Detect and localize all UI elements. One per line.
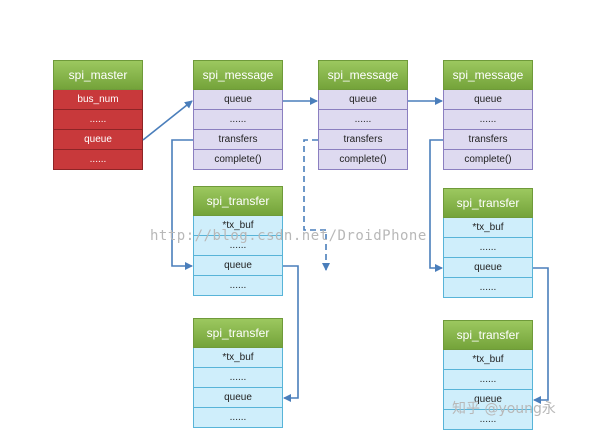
spi-transfer-ellipsis: ...... [443, 370, 533, 390]
spi-master-box: spi_master bus_num ...... queue ...... [53, 60, 143, 170]
spi-transfer-queue: queue [443, 258, 533, 278]
url-watermark: http://blog.csdn.net/DroidPhone [150, 228, 427, 244]
spi-message-complete: complete() [193, 150, 283, 170]
spi-transfer-title: spi_transfer [193, 318, 283, 348]
spi-message-queue: queue [443, 90, 533, 110]
spi-transfer-ellipsis: ...... [193, 408, 283, 428]
spi-message-complete: complete() [443, 150, 533, 170]
spi-message-ellipsis: ...... [193, 110, 283, 130]
spi-transfer-queue: queue [193, 388, 283, 408]
spi-message-box-1: spi_message queue ...... transfers compl… [193, 60, 283, 170]
spi-message-queue: queue [193, 90, 283, 110]
arrow-message-3-to-transfer-3 [429, 139, 443, 272]
spi-message-title: spi_message [193, 60, 283, 90]
spi-transfer-queue: queue [193, 256, 283, 276]
spi-transfer-ellipsis: ...... [443, 410, 533, 430]
spi-message-ellipsis: ...... [318, 110, 408, 130]
spi-message-transfers: transfers [193, 130, 283, 150]
spi-transfer-tx-buf: *tx_buf [443, 350, 533, 370]
spi-transfer-ellipsis: ...... [193, 368, 283, 388]
spi-transfer-box-4: spi_transfer *tx_buf ...... queue ...... [443, 320, 533, 430]
spi-transfer-title: spi_transfer [443, 320, 533, 350]
spi-master-title: spi_master [53, 60, 143, 90]
arrow-message-1-to-transfer-1 [171, 139, 193, 270]
spi-message-transfers: transfers [443, 130, 533, 150]
spi-message-transfers: transfers [318, 130, 408, 150]
spi-transfer-box-1: spi_transfer *tx_buf ...... queue ...... [193, 186, 283, 296]
spi-transfer-box-3: spi_transfer *tx_buf ...... queue ...... [443, 188, 533, 298]
credit-watermark: 知乎 @young永 [452, 401, 556, 417]
spi-master-queue: queue [53, 130, 143, 150]
spi-master-bus-num: bus_num [53, 90, 143, 110]
spi-transfer-title: spi_transfer [193, 186, 283, 216]
arrow-transfer-1-to-transfer-2 [283, 265, 299, 402]
spi-message-title: spi_message [443, 60, 533, 90]
spi-transfer-title: spi_transfer [443, 188, 533, 218]
spi-transfer-ellipsis: ...... [443, 278, 533, 298]
spi-message-box-3: spi_message queue ...... transfers compl… [443, 60, 533, 170]
spi-master-ellipsis: ...... [53, 110, 143, 130]
spi-message-complete: complete() [318, 150, 408, 170]
spi-transfer-tx-buf: *tx_buf [193, 348, 283, 368]
spi-message-queue: queue [318, 90, 408, 110]
spi-transfer-queue: queue [443, 390, 533, 410]
arrow-master-to-message-1 [142, 100, 193, 141]
spi-transfer-tx-buf: *tx_buf [193, 216, 283, 236]
spi-transfer-ellipsis: ...... [193, 236, 283, 256]
spi-transfer-box-2: spi_transfer *tx_buf ...... queue ...... [193, 318, 283, 428]
spi-master-ellipsis: ...... [53, 150, 143, 170]
spi-message-box-2: spi_message queue ...... transfers compl… [318, 60, 408, 170]
spi-message-ellipsis: ...... [443, 110, 533, 130]
arrow-message-2-dashed [303, 139, 330, 271]
spi-transfer-ellipsis: ...... [443, 238, 533, 258]
spi-transfer-ellipsis: ...... [193, 276, 283, 296]
spi-message-title: spi_message [318, 60, 408, 90]
spi-transfer-tx-buf: *tx_buf [443, 218, 533, 238]
arrow-transfer-3-to-transfer-4 [533, 267, 549, 404]
